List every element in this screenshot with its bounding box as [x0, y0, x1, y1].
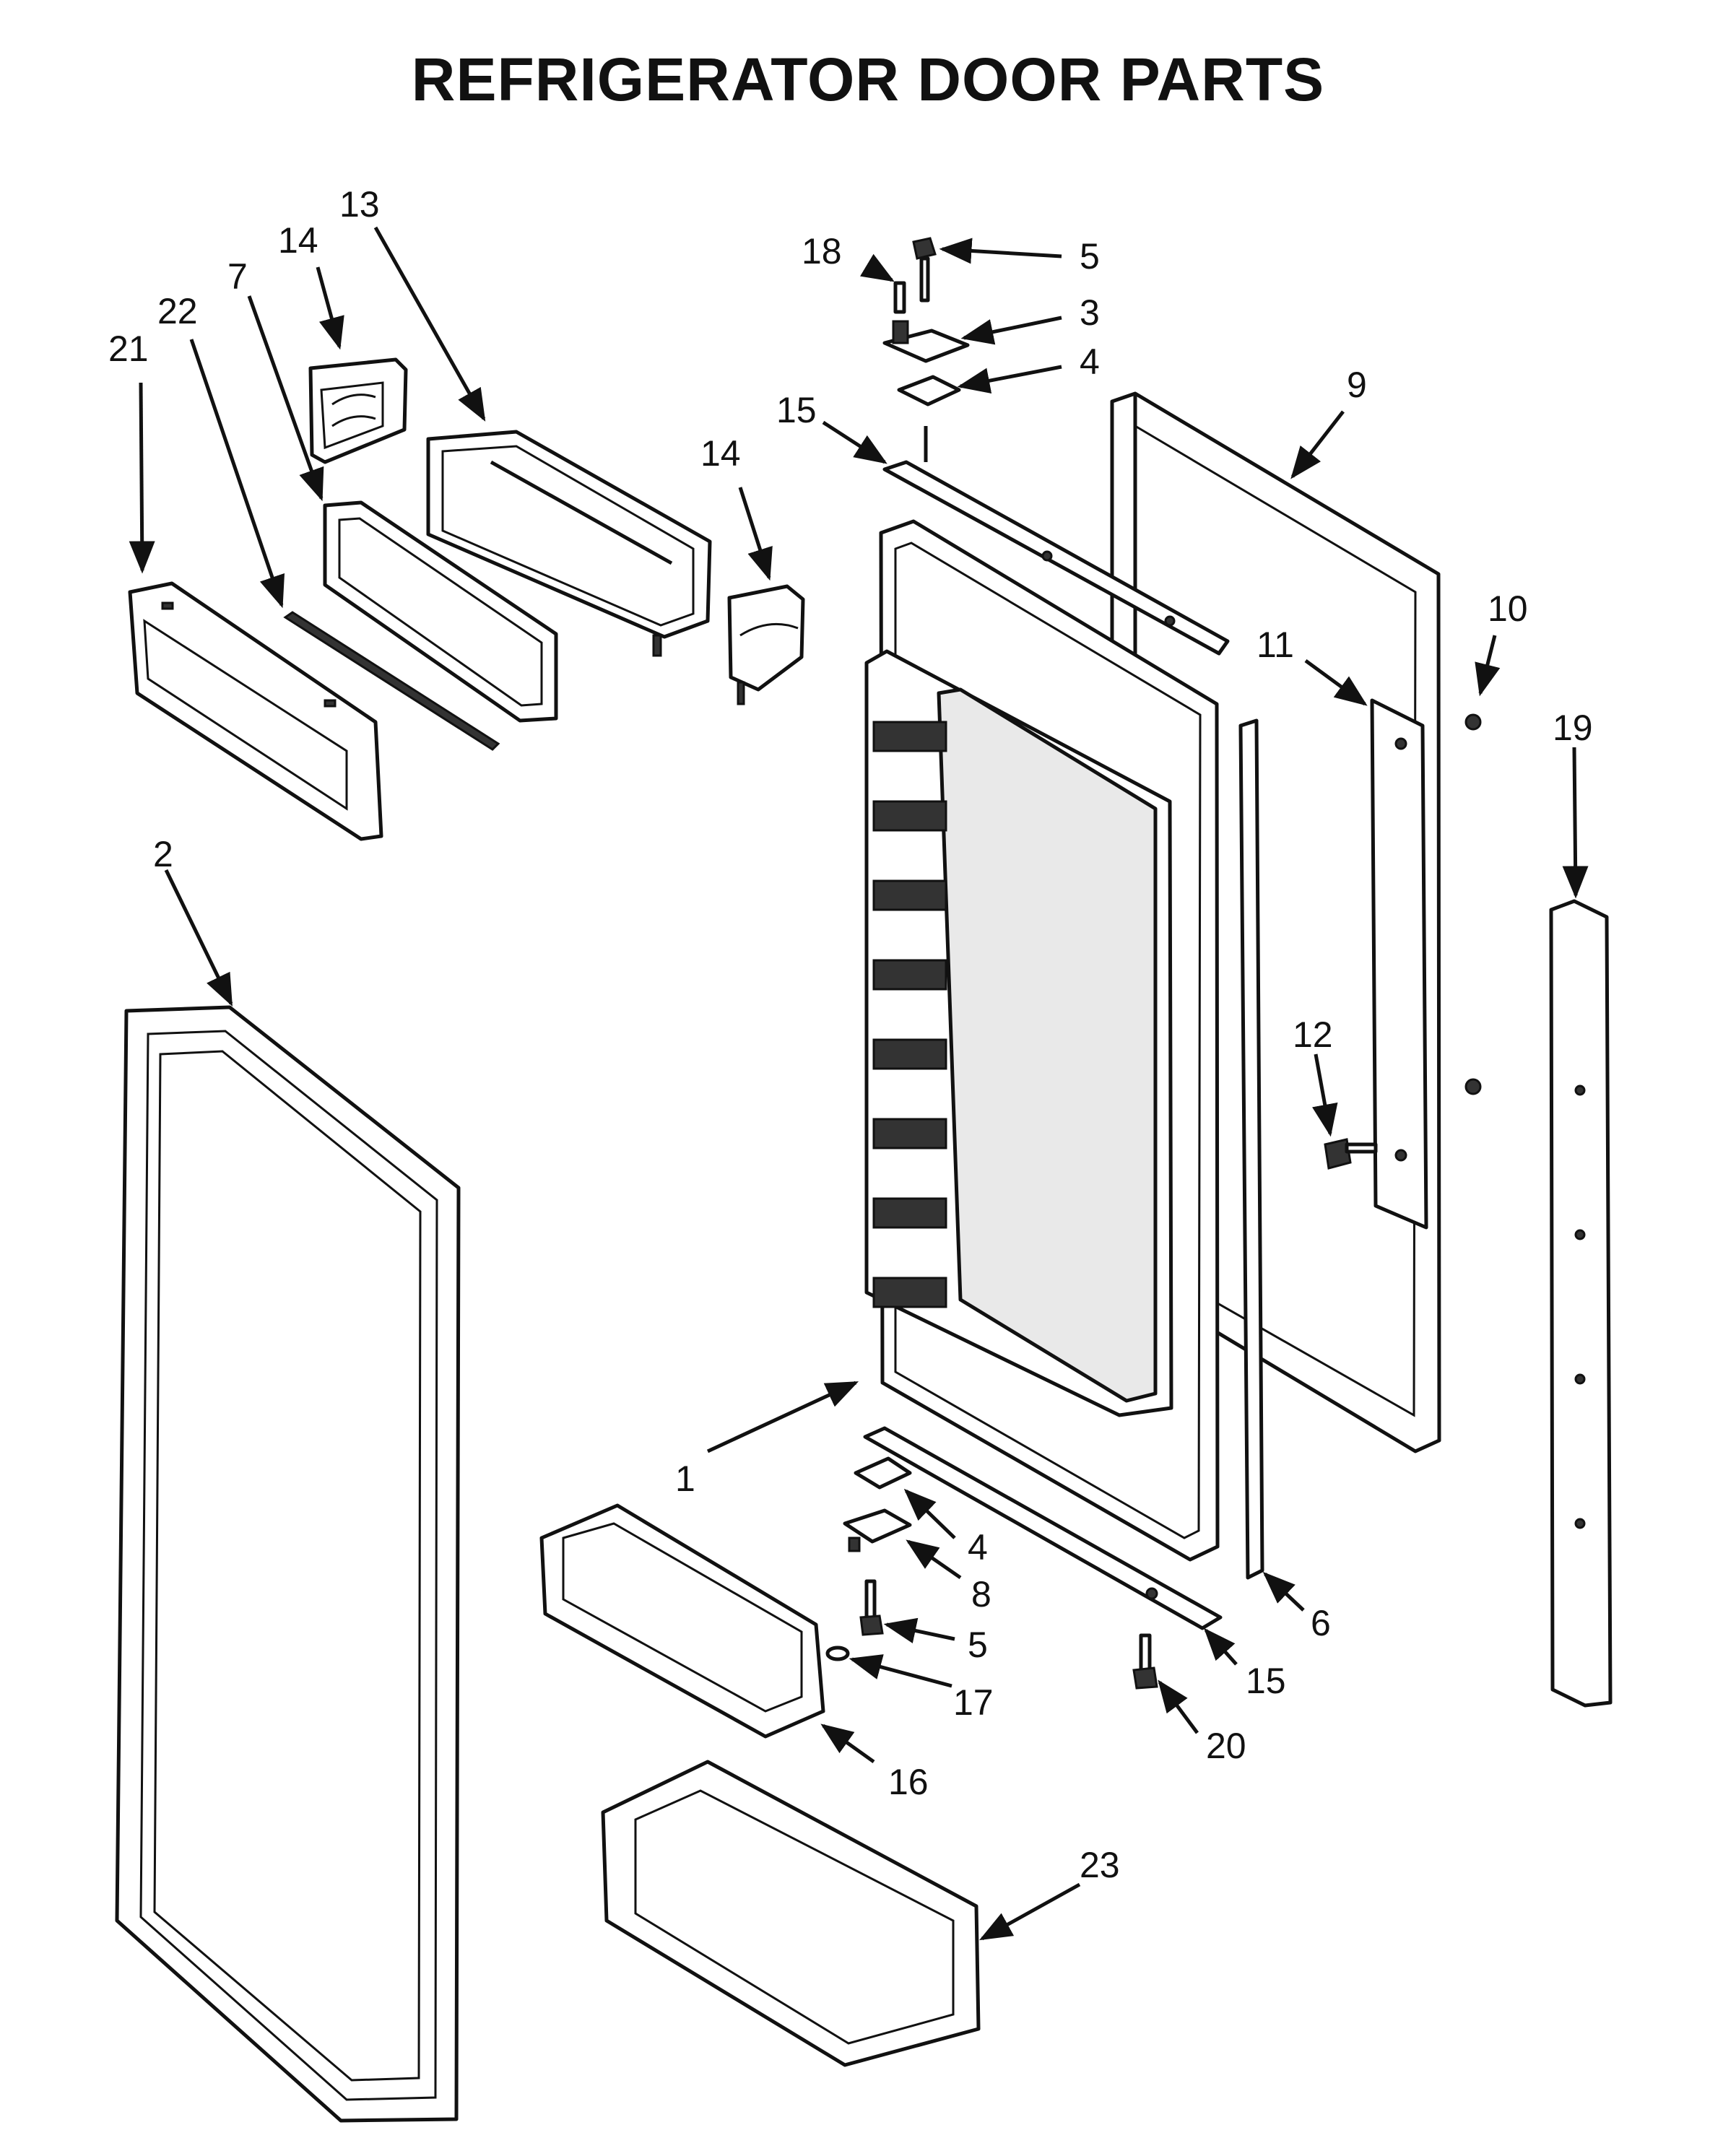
part-16-washer[interactable] — [825, 1646, 850, 1661]
diagram-title: REFRIGERATOR DOOR PARTS — [411, 45, 1325, 113]
callout-5-upper: 5 — [1080, 236, 1100, 277]
callout-18: 20 — [1206, 1726, 1246, 1766]
part-5-screw-lower[interactable] — [859, 1579, 884, 1636]
part-10-handle-mount[interactable] — [1370, 698, 1428, 1230]
part-9-handle[interactable] — [1464, 713, 1537, 1095]
part-21-door-bin[interactable] — [539, 1503, 825, 1739]
callout-14-upper: 14 — [278, 220, 318, 261]
callout-2: 2 — [153, 834, 173, 874]
part-14-bracket-lower[interactable] — [727, 584, 805, 705]
leader-lines — [129, 226, 1589, 1941]
part-12-drawer-housing[interactable] — [426, 430, 712, 657]
part-2-door-gasket[interactable] — [115, 1005, 461, 2123]
part-23-strip[interactable] — [283, 611, 500, 751]
callout-14-lower: 14 — [700, 433, 741, 474]
callout-15-lower: 15 — [1246, 1661, 1286, 1701]
callout-22: 21 — [108, 329, 149, 369]
part-18-screw[interactable] — [1132, 1633, 1158, 1690]
callout-4-lower: 4 — [968, 1527, 988, 1568]
callout-6: 7 — [227, 256, 248, 297]
part-22-drawer-front[interactable] — [128, 581, 383, 841]
part-5-screw-upper[interactable] — [912, 237, 937, 303]
callout-23: 22 — [157, 291, 198, 331]
part-17-pin[interactable] — [893, 281, 906, 314]
part-14-bracket-upper[interactable] — [308, 357, 408, 464]
part-3-hinge-upper[interactable] — [882, 320, 970, 363]
part-11-screw[interactable] — [1324, 1138, 1378, 1170]
callout-20: 23 — [1080, 1845, 1120, 1885]
callout-13: 6 — [1311, 1603, 1331, 1643]
callout-17: 18 — [802, 231, 842, 271]
part-4-shim-upper[interactable] — [897, 375, 961, 407]
callout-11: 12 — [1293, 1014, 1333, 1055]
part-15-plate-lower[interactable] — [863, 1426, 1223, 1630]
callout-15-upper: 15 — [776, 390, 817, 430]
callout-7: 8 — [971, 1574, 991, 1614]
part-19-trim-strip[interactable] — [1549, 899, 1613, 1708]
callout-3: 3 — [1080, 292, 1100, 333]
part-1-door-assembly[interactable] — [864, 519, 1220, 1562]
callout-16: 17 — [953, 1682, 994, 1723]
part-20-door-bin-large[interactable] — [601, 1760, 981, 2067]
callout-4-upper: 4 — [1080, 342, 1100, 382]
callout-1: 1 — [675, 1459, 695, 1499]
callout-8: 9 — [1347, 365, 1367, 405]
callout-5-lower: 5 — [968, 1625, 988, 1665]
callout-21: 16 — [888, 1762, 929, 1802]
part-4-shim-lower[interactable] — [854, 1456, 912, 1490]
callout-12: 13 — [339, 184, 380, 225]
part-6-window-frame[interactable] — [323, 500, 558, 723]
callout-9: 10 — [1488, 588, 1528, 629]
part-15-plate-upper[interactable] — [882, 460, 1230, 656]
door-shelf-clips — [872, 721, 947, 1308]
part-13-side-trim[interactable] — [1238, 718, 1264, 1580]
part-7-hinge-lower[interactable] — [843, 1508, 912, 1552]
callout-labels: 21 22 7 14 13 14 18 5 3 4 15 9 10 11 19 … — [108, 184, 1593, 1885]
callout-10: 11 — [1257, 625, 1294, 665]
callout-19: 19 — [1553, 708, 1593, 748]
